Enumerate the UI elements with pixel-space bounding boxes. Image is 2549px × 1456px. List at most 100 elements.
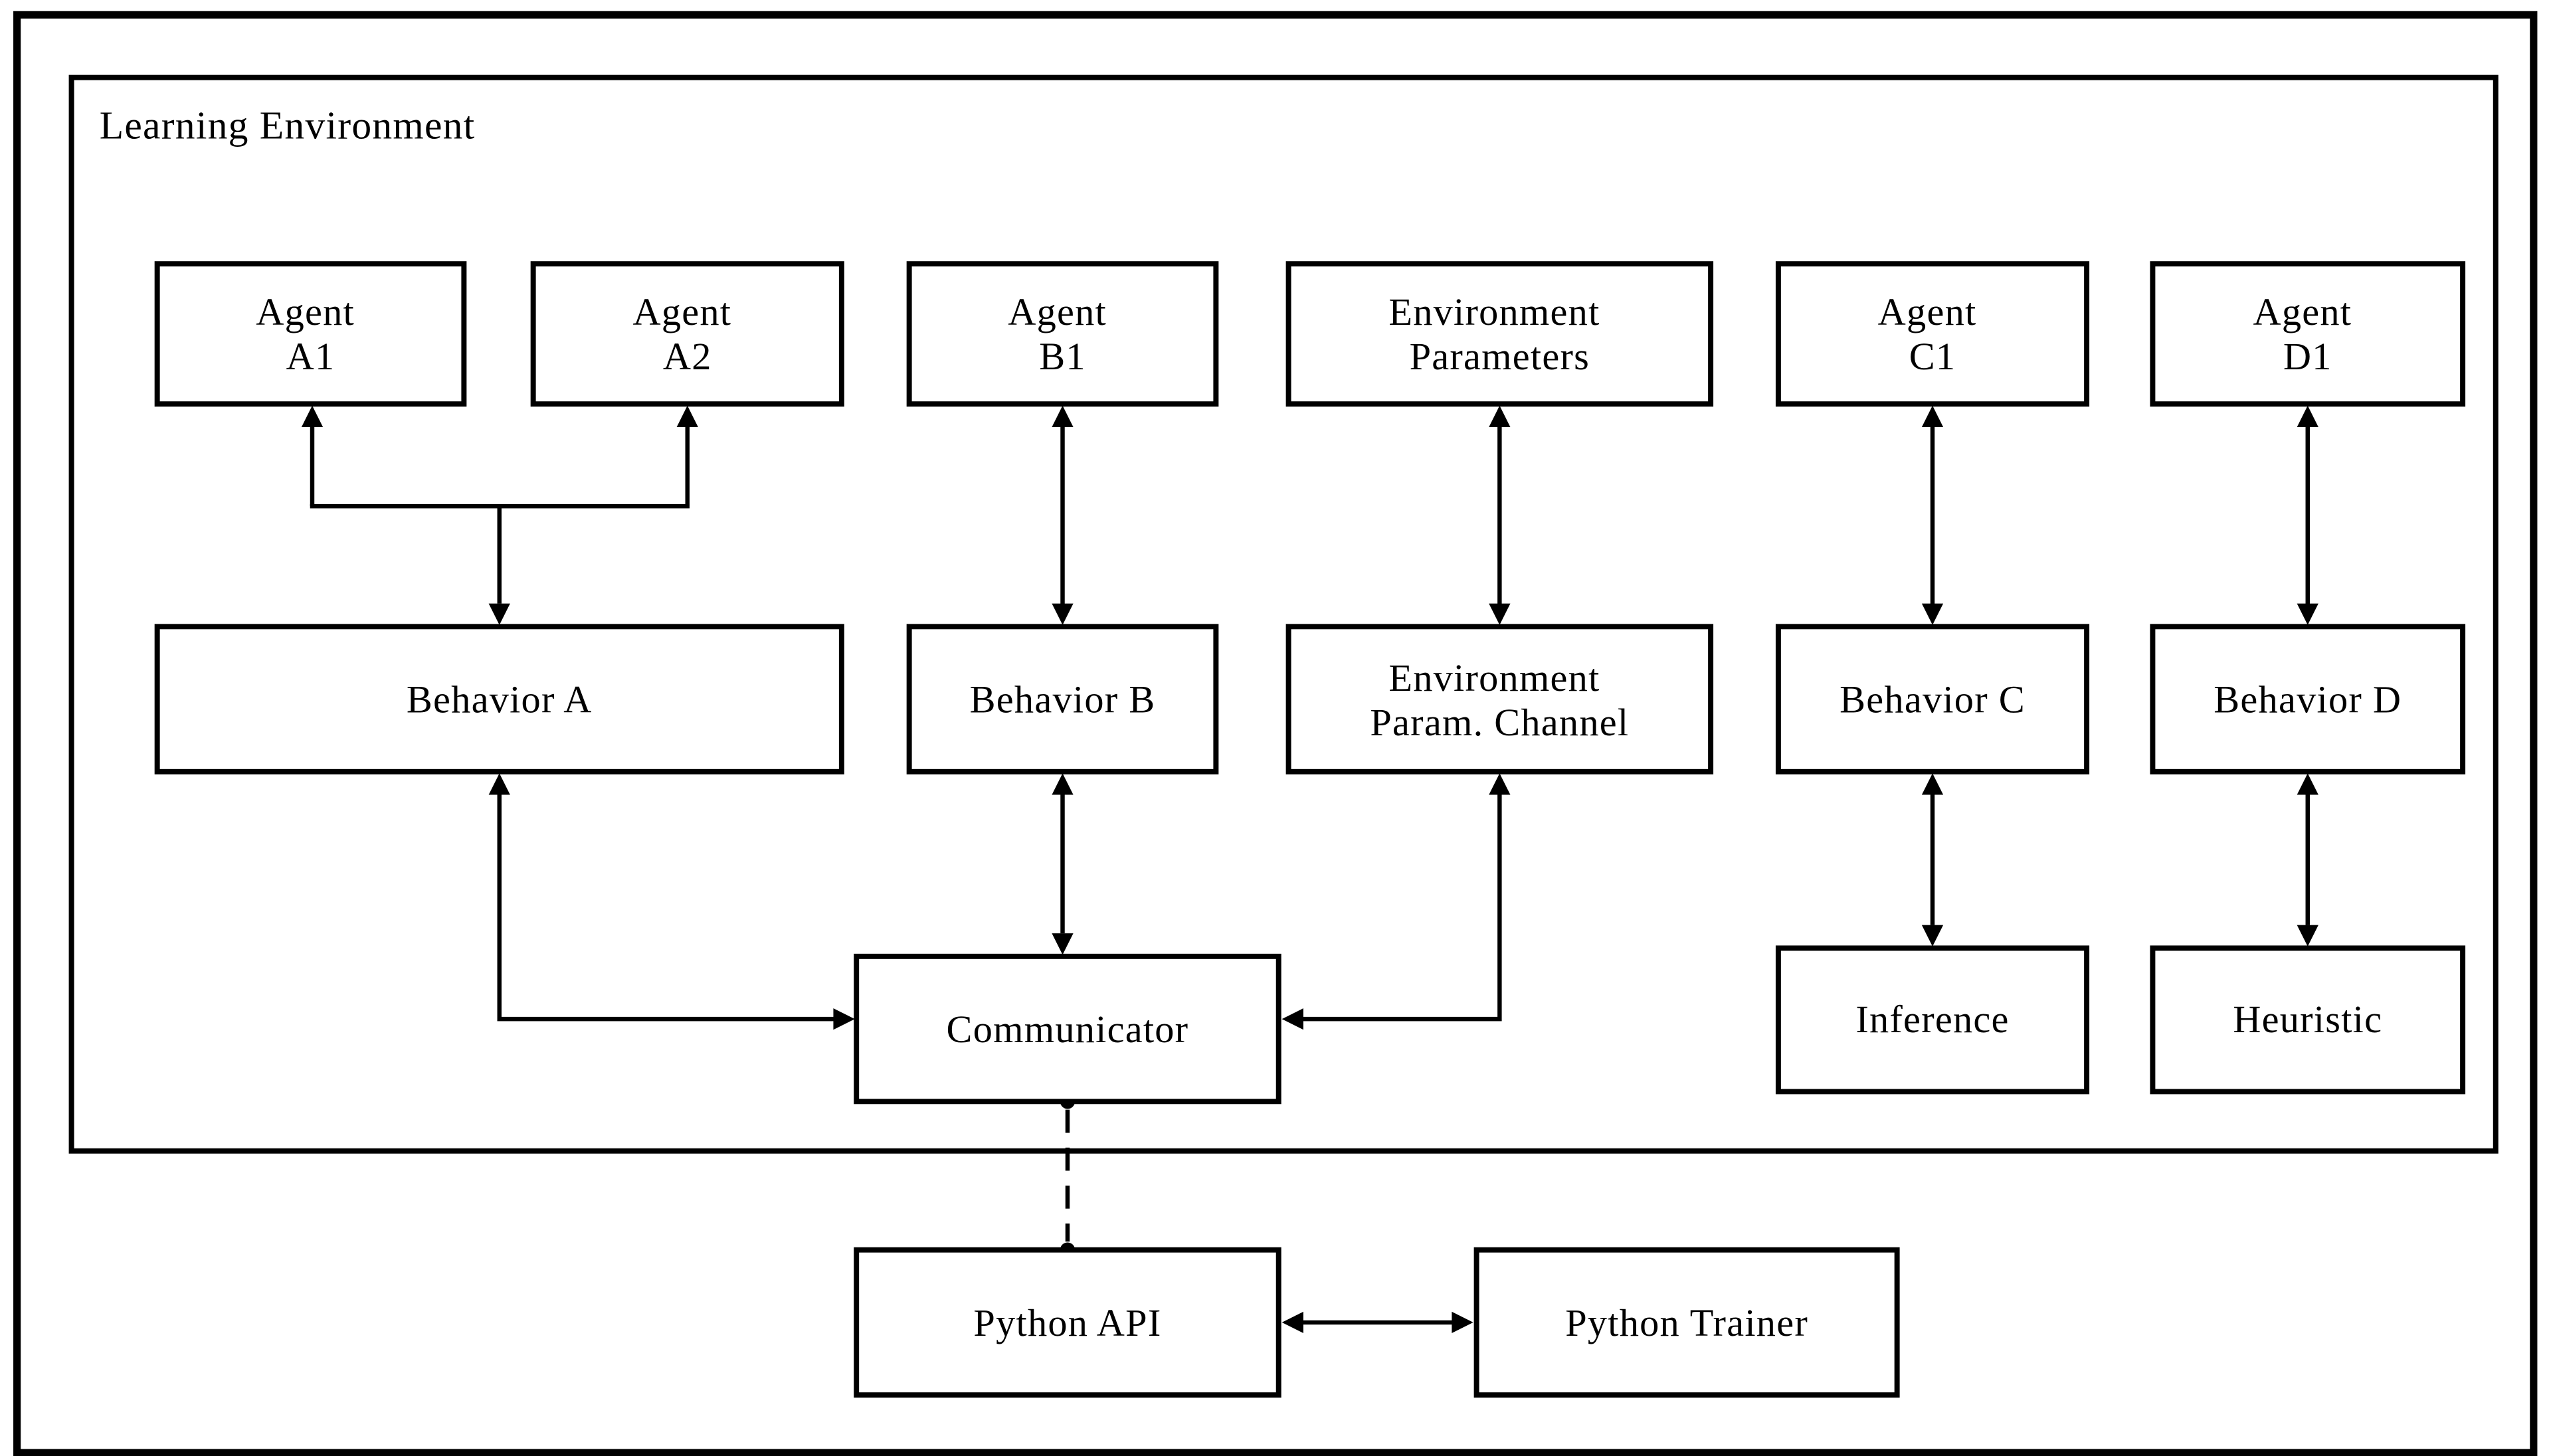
behavior-c-label: Behavior C	[1840, 678, 2026, 721]
node-inference: Inference	[1775, 945, 2090, 1095]
node-behavior-a: Behavior A	[154, 624, 844, 774]
communicator-label: Communicator	[947, 1008, 1189, 1051]
inference-box	[1775, 945, 2090, 1095]
agent-a1-box	[154, 261, 467, 407]
behavior-c-box	[1775, 624, 2090, 774]
edge-agent-d1-behavior-d	[2297, 405, 2318, 625]
environment-parameters-line1: Environment	[1388, 290, 1600, 333]
arrowhead-down-env-channel-icon	[1489, 603, 1511, 625]
behavior-a-label: Behavior A	[407, 678, 593, 721]
arrowhead-up-c1-icon	[1921, 405, 1944, 427]
agent-a1-label: Agent A1	[256, 290, 365, 378]
node-agent-b1: Agent B1	[906, 261, 1219, 407]
node-agent-a2: Agent A2	[530, 261, 844, 407]
agent-b1-line2: B1	[1039, 335, 1086, 378]
agent-a1-line1: Agent	[256, 290, 355, 333]
arrowhead-down-inference-icon	[1921, 925, 1944, 947]
node-communicator: Communicator	[854, 953, 1281, 1105]
heuristic-line1: Heuristic	[2233, 998, 2382, 1041]
python-api-line1: Python API	[973, 1301, 1161, 1344]
arrowhead-down-behavior-a-icon	[488, 603, 510, 625]
edge-agent-c1-behavior-c	[1921, 405, 1944, 625]
agent-d1-line1: Agent	[2253, 290, 2352, 333]
python-api-label: Python API	[973, 1301, 1161, 1344]
arrowhead-up-a2-icon	[676, 405, 698, 427]
arrowhead-up-a1-icon	[301, 405, 324, 427]
behavior-a-box	[154, 624, 844, 774]
outer-frame	[13, 11, 2538, 1456]
agent-a2-box	[530, 261, 844, 407]
environment-parameters-line2: Parameters	[1410, 335, 1590, 378]
agent-c1-box	[1775, 261, 2090, 407]
node-environment-parameters: Environment Parameters	[1285, 261, 1714, 407]
heuristic-label: Heuristic	[2233, 998, 2382, 1041]
communicator-line1: Communicator	[947, 1008, 1189, 1051]
edge-communicator-python-api	[1060, 1094, 1076, 1257]
edge-python-api-trainer	[1281, 1311, 1473, 1334]
behavior-d-box	[2150, 624, 2466, 774]
agent-c1-line2: C1	[1909, 335, 1956, 378]
edge-env-channel-communicator	[1281, 773, 1511, 1030]
python-trainer-label: Python Trainer	[1565, 1301, 1808, 1344]
edge-agent-b1-behavior-b	[1052, 405, 1074, 625]
agent-d1-label: Agent D1	[2253, 290, 2362, 378]
edge-env-params-channel	[1489, 405, 1511, 625]
node-python-trainer: Python Trainer	[1473, 1247, 1900, 1398]
node-behavior-b: Behavior B	[906, 624, 1219, 774]
behavior-d-line1: Behavior D	[2214, 678, 2402, 721]
environment-parameters-box	[1285, 261, 1714, 407]
edge-behavior-b-communicator	[1052, 773, 1074, 955]
agent-a2-line1: Agent	[632, 290, 731, 333]
arrowhead-down-behavior-b-icon	[1052, 603, 1074, 625]
node-agent-c1: Agent C1	[1775, 261, 2090, 407]
nodes-layer: Agent A1 Agent A2 Agent B1 Environment P…	[154, 261, 2466, 1398]
arrowhead-up-b1-icon	[1052, 405, 1074, 427]
arrowhead-right-python-trainer-icon	[1452, 1311, 1473, 1334]
arrowhead-left-python-api-icon	[1281, 1311, 1303, 1334]
environment-param-channel-label: Environment Param. Channel	[1370, 656, 1629, 744]
arrowhead-up-behavior-b-icon	[1052, 773, 1074, 795]
inference-line1: Inference	[1855, 998, 2009, 1041]
python-api-box	[854, 1247, 1281, 1398]
agent-c1-line1: Agent	[1878, 290, 1977, 333]
environment-param-channel-line1: Environment	[1388, 656, 1600, 699]
python-trainer-box	[1473, 1247, 1900, 1398]
arrowhead-left-communicator-icon	[1281, 1008, 1303, 1030]
arrowhead-up-behavior-a-icon	[488, 773, 510, 795]
arrowhead-up-d1-icon	[2297, 405, 2318, 427]
arrowhead-down-communicator-icon	[1052, 933, 1074, 955]
arrowhead-down-heuristic-icon	[2297, 925, 2318, 947]
agent-a2-line2: A2	[663, 335, 712, 378]
python-trainer-line1: Python Trainer	[1565, 1301, 1808, 1344]
node-agent-a1: Agent A1	[154, 261, 467, 407]
arrowhead-down-behavior-d-icon	[2297, 603, 2318, 625]
learning-environment-label: Learning Environment	[100, 104, 476, 147]
agent-b1-box	[906, 261, 1219, 407]
behavior-b-line1: Behavior B	[970, 678, 1156, 721]
communicator-box	[854, 953, 1281, 1105]
agent-b1-label: Agent B1	[1008, 290, 1117, 378]
node-environment-param-channel: Environment Param. Channel	[1285, 624, 1714, 774]
edge-behavior-a-communicator	[488, 773, 855, 1030]
environment-parameters-label: Environment Parameters	[1388, 290, 1610, 378]
edges-layer	[301, 405, 2318, 1334]
behavior-b-box	[906, 624, 1219, 774]
agent-a2-label: Agent A2	[632, 290, 742, 378]
node-behavior-d: Behavior D	[2150, 624, 2466, 774]
behavior-b-label: Behavior B	[970, 678, 1156, 721]
inference-label: Inference	[1855, 998, 2009, 1041]
behavior-d-label: Behavior D	[2214, 678, 2402, 721]
heuristic-box	[2150, 945, 2466, 1095]
agent-d1-line2: D1	[2283, 335, 2332, 378]
node-behavior-c: Behavior C	[1775, 624, 2090, 774]
node-python-api: Python API	[854, 1247, 1281, 1398]
arrowhead-up-behavior-d-icon	[2297, 773, 2318, 795]
agent-a1-line2: A1	[286, 335, 335, 378]
learning-environment-frame	[68, 74, 2499, 1154]
node-heuristic: Heuristic	[2150, 945, 2466, 1095]
arrowhead-up-env-params-icon	[1489, 405, 1511, 427]
behavior-a-line1: Behavior A	[407, 678, 593, 721]
arrowhead-up-behavior-c-icon	[1921, 773, 1944, 795]
environment-param-channel-box	[1285, 624, 1714, 774]
